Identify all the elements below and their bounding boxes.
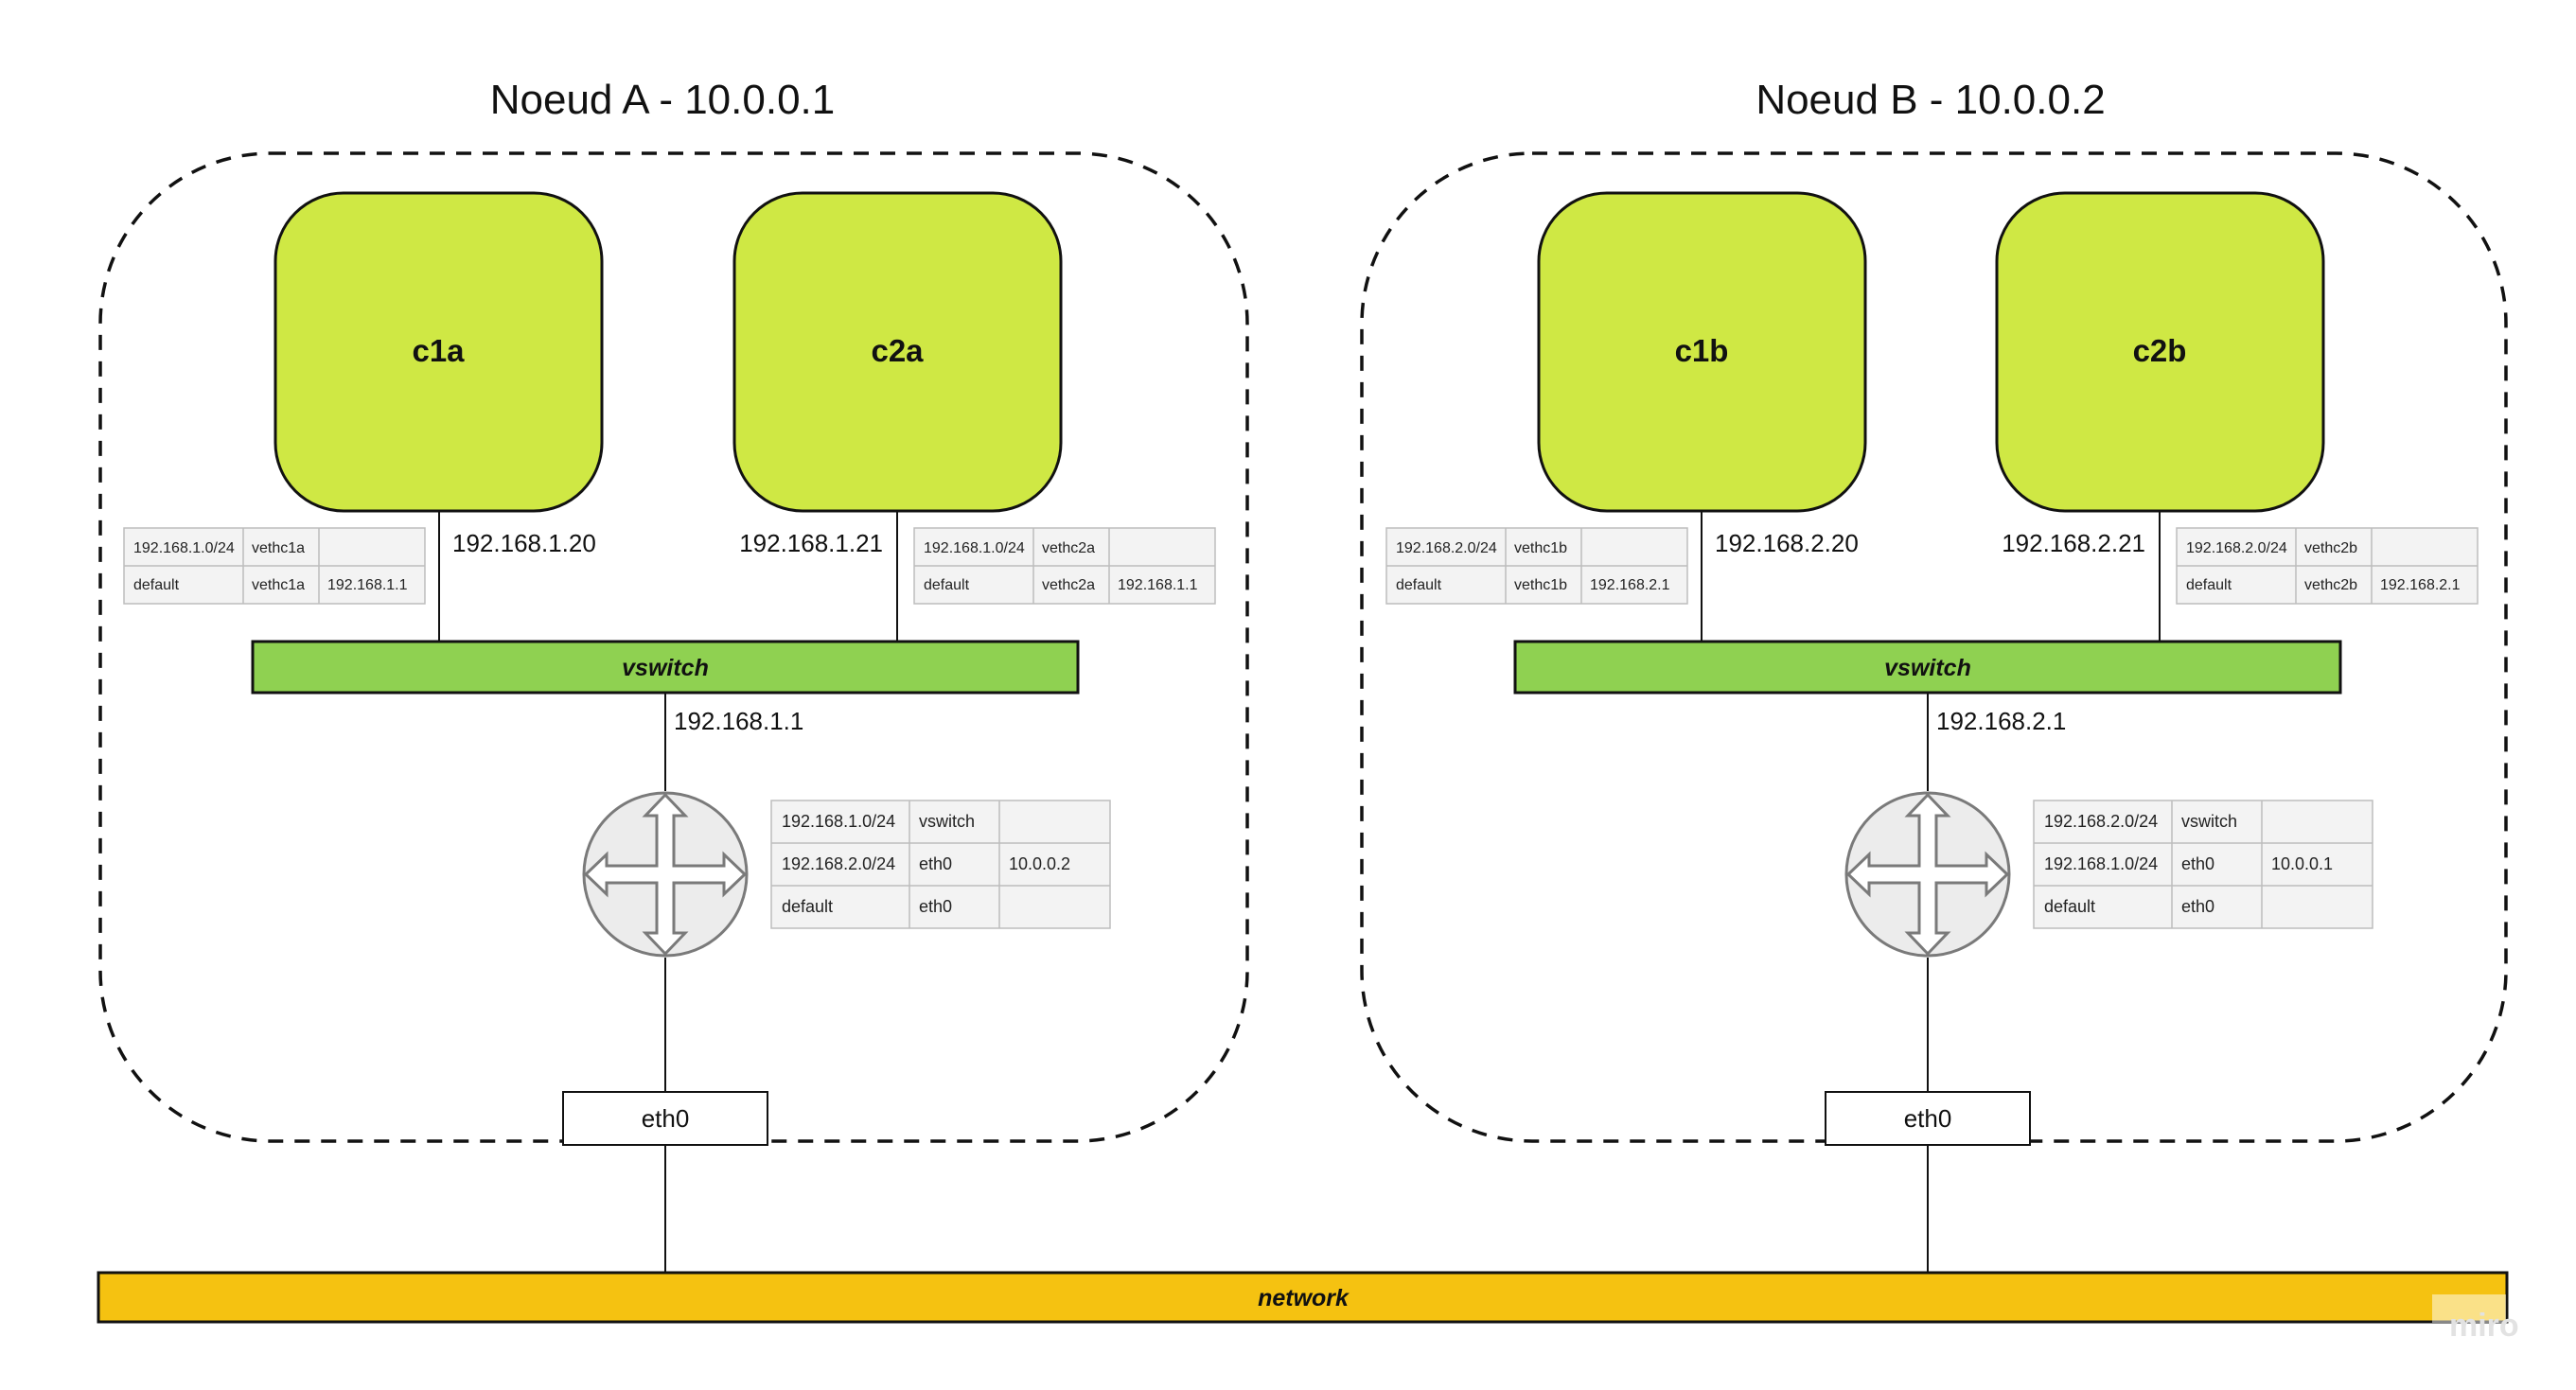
c2a-route-table: 192.168.1.0/24 vethc2a default vethc2a 1… (913, 527, 1216, 605)
route-cell: 192.168.2.0/24 (2044, 812, 2158, 831)
container-c1b-label: c1b (1675, 333, 1729, 368)
vswitch-b[interactable]: vswitch (1513, 640, 2342, 695)
route-cell: 10.0.0.1 (2271, 854, 2333, 873)
route-cell: 192.168.2.0/24 (2186, 540, 2287, 556)
router-b-route-table: 192.168.2.0/24 vswitch 192.168.1.0/24 et… (2033, 800, 2373, 929)
vswitch-a[interactable]: vswitch (251, 640, 1080, 695)
node-b: Noeud B - 10.0.0.2 c1b c2b 192.168.2.20 … (1360, 77, 2508, 1273)
route-cell: vethc2b (2304, 540, 2357, 556)
route-cell: 192.168.1.0/24 (133, 540, 235, 556)
eth0-b-label: eth0 (1904, 1104, 1952, 1133)
vswitch-a-label: vswitch (622, 655, 709, 681)
router-icon[interactable] (1844, 791, 2011, 958)
route-cell: vswitch (919, 812, 975, 831)
miro-watermark: miro (2449, 1308, 2519, 1344)
c1a-ip: 192.168.1.20 (452, 529, 596, 557)
route-cell: eth0 (919, 897, 952, 916)
watermark-backdrop (2432, 1294, 2506, 1323)
container-c2b[interactable]: c2b (1995, 191, 2325, 513)
route-cell: vswitch (2181, 812, 2237, 831)
network-bar[interactable]: network (97, 1271, 2509, 1324)
node-a: Noeud A - 10.0.0.1 c1a c2a 192.168.1.20 … (98, 77, 1249, 1273)
container-c2a-label: c2a (871, 333, 924, 368)
router-icon[interactable] (582, 791, 749, 958)
route-cell: default (133, 577, 180, 593)
c2b-ip: 192.168.2.21 (2002, 529, 2145, 557)
route-cell: 192.168.1.1 (1118, 577, 1198, 593)
route-cell: 192.168.1.0/24 (782, 812, 895, 831)
route-cell: 192.168.1.0/24 (924, 540, 1025, 556)
container-c1a[interactable]: c1a (273, 191, 604, 513)
route-cell: 10.0.0.2 (1009, 854, 1070, 873)
eth0-a-label: eth0 (642, 1104, 690, 1133)
network-label: network (1258, 1285, 1350, 1311)
router-a-route-table: 192.168.1.0/24 vswitch 192.168.2.0/24 et… (770, 800, 1111, 929)
node-a-title: Noeud A - 10.0.0.1 (490, 77, 836, 123)
route-cell: vethc2b (2304, 577, 2357, 593)
route-cell: default (924, 577, 970, 593)
c1b-route-table: 192.168.2.0/24 vethc1b default vethc1b 1… (1385, 527, 1688, 605)
route-cell: eth0 (2181, 854, 2214, 873)
route-cell: vethc1a (252, 540, 305, 556)
route-cell: eth0 (2181, 897, 2214, 916)
container-c2a[interactable]: c2a (732, 191, 1063, 513)
route-cell: 192.168.1.1 (327, 577, 408, 593)
route-cell: 192.168.2.0/24 (782, 854, 895, 873)
node-b-title: Noeud B - 10.0.0.2 (1756, 77, 2105, 123)
vswitch-b-ip: 192.168.2.1 (1936, 707, 2066, 735)
container-c1a-label: c1a (412, 333, 465, 368)
container-c1b[interactable]: c1b (1537, 191, 1867, 513)
route-cell: default (782, 897, 833, 916)
eth0-b[interactable]: eth0 (1825, 1091, 2031, 1146)
vswitch-a-ip: 192.168.1.1 (674, 707, 803, 735)
route-cell: vethc1b (1514, 540, 1567, 556)
c1a-route-table: 192.168.1.0/24 vethc1a default vethc1a 1… (123, 527, 426, 605)
eth0-a[interactable]: eth0 (562, 1091, 768, 1146)
container-c2b-label: c2b (2133, 333, 2187, 368)
route-cell: 192.168.2.0/24 (1396, 540, 1497, 556)
route-cell: vethc1a (252, 577, 305, 593)
route-cell: vethc2a (1042, 577, 1095, 593)
route-cell: default (1396, 577, 1442, 593)
route-cell: eth0 (919, 854, 952, 873)
route-cell: default (2186, 577, 2232, 593)
route-cell: vethc1b (1514, 577, 1567, 593)
route-cell: 192.168.2.1 (2380, 577, 2461, 593)
c2b-route-table: 192.168.2.0/24 vethc2b default vethc2b 1… (2176, 527, 2479, 605)
route-cell: 192.168.2.1 (1590, 577, 1670, 593)
c1b-ip: 192.168.2.20 (1715, 529, 1859, 557)
route-cell: vethc2a (1042, 540, 1095, 556)
c2a-ip: 192.168.1.21 (739, 529, 883, 557)
vswitch-b-label: vswitch (1884, 655, 1971, 681)
route-cell: 192.168.1.0/24 (2044, 854, 2158, 873)
route-cell: default (2044, 897, 2095, 916)
